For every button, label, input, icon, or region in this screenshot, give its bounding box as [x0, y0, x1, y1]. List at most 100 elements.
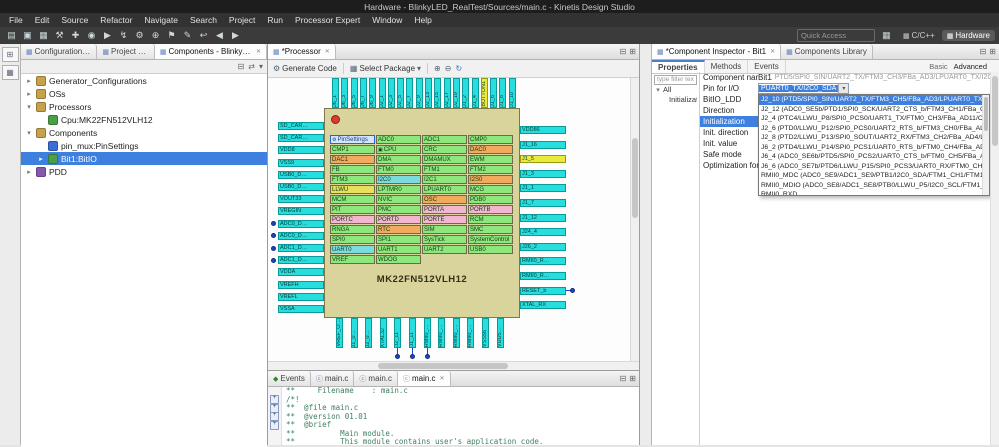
pin-left-adc0-d[interactable]: ADC0_D… [278, 231, 324, 240]
pin-right-j1-7[interactable]: J1_7 [520, 199, 566, 207]
open-view-icon[interactable]: ▦ [1, 65, 19, 80]
build-icon[interactable]: ⚒ [55, 30, 64, 40]
peripheral-ftm0[interactable]: FTM0 [376, 165, 421, 174]
pin-left-vout33[interactable]: VOUT33 [278, 195, 324, 204]
pin-right-xtal-rx[interactable]: XTAL_RX [520, 301, 566, 310]
pin-top-j6-1[interactable]: J6_1 [332, 78, 339, 108]
subtab-properties[interactable]: Properties [652, 60, 705, 73]
pin-top-j2-9[interactable]: J2_9 [415, 78, 423, 108]
pin-top-j2-17[interactable]: J2_17 [443, 78, 451, 108]
peripheral-fb[interactable]: FB [330, 165, 375, 174]
peripheral-ftm1[interactable]: FTM1 [422, 165, 467, 174]
tab-project-explorer[interactable]: ▦Project Explorer [97, 44, 155, 59]
pin-left-usb0-d[interactable]: USB0_D… [278, 183, 324, 191]
pin-left-vssa[interactable]: VSSA [278, 305, 324, 313]
peripheral-smc[interactable]: SMC [468, 225, 513, 234]
generate-code-button[interactable]: ⚙ Generate Code [273, 64, 337, 73]
pin-left-vrefl[interactable]: VREFL [278, 292, 324, 301]
dropdown-item[interactable]: J2_4 (PTC4/LLWU_P8/SPI0_PCS0/UART1_TX/FT… [761, 115, 989, 122]
pin-top-j2-1[interactable]: J2_1 [378, 78, 386, 108]
property-row-safe-mode[interactable]: Safe mode [700, 149, 990, 160]
dropdown-item[interactable]: J6_2 (PTD4/LLWU_P14/SPI0_PCS1/UART0_RTS_… [761, 143, 989, 151]
menu-item-edit[interactable]: Edit [34, 15, 50, 25]
flash-icon[interactable]: ↯ [119, 30, 128, 40]
pin-top-j2-3[interactable]: J2_3 [387, 78, 395, 108]
pin-bottom-rmii0[interactable]: RMII0_… [452, 318, 460, 348]
pin-right-vdd86[interactable]: VDD86 [520, 126, 566, 134]
peripheral-systemcontrol[interactable]: SystemControl [468, 235, 513, 244]
tab-components-blinkyled-realtest[interactable]: ▦Components - BlinkyLED_RealTest✕ [154, 44, 267, 59]
close-icon[interactable]: ✕ [255, 49, 262, 55]
peripheral-pdb0[interactable]: PDB0 [468, 195, 513, 204]
peripheral-lpuart0[interactable]: LPUART0 [422, 185, 467, 194]
peripheral-systick[interactable]: SysTick [422, 235, 467, 244]
peripheral-portb[interactable]: PORTB [468, 205, 513, 214]
menu-item-help[interactable]: Help [414, 15, 432, 25]
last-edit-location-icon[interactable]: ↩ [199, 30, 208, 40]
perspective-hardware[interactable]: ▦Hardware [941, 30, 995, 41]
pin-top-j1-8[interactable]: J1_8 [499, 78, 507, 108]
pin-top-j1-6[interactable]: J1_6 [490, 78, 498, 108]
new-c-project-icon[interactable]: ✚ [71, 30, 80, 40]
expand-arrow-icon[interactable]: ▸ [39, 155, 43, 163]
peripheral-dma[interactable]: DMA [376, 155, 421, 164]
menu-item-source[interactable]: Source [61, 15, 89, 25]
zoom-out-icon[interactable]: ⊖ [444, 64, 452, 73]
pin-top-j6-5[interactable]: J6_5 [350, 78, 358, 108]
peripheral-dmamux[interactable]: DMAMUX [422, 155, 467, 164]
zoom-in-icon[interactable]: ⊕ [434, 64, 441, 73]
property-row-component-name[interactable]: Component nameBit1PTD5/SPI0_SIN/UART2_TX… [700, 72, 990, 83]
pin-bottom-vss56[interactable]: VSS56 [482, 318, 489, 348]
save-icon[interactable]: ▣ [23, 30, 32, 40]
scrollbar-thumb[interactable] [992, 76, 998, 146]
refresh-icon[interactable]: ↻ [455, 64, 463, 73]
pin-left-sd-car[interactable]: SD_CAR… [278, 122, 324, 130]
pin-top-button1[interactable]: BUTTON1 [480, 78, 488, 108]
pin-bottom-vref-o[interactable]: VREF_O… [336, 318, 343, 348]
property-row-bitio-ldd[interactable]: BitIO_LDD [700, 94, 990, 105]
pin-bottom-rmii0[interactable]: RMII0_… [438, 318, 446, 348]
property-row-direction[interactable]: Direction [700, 105, 990, 116]
restore-view-icon[interactable]: ⊞ [1, 47, 19, 62]
pin-left-adc1-d[interactable]: ADC1_D… [278, 244, 324, 252]
pin-top-j1-10[interactable]: J1_10 [508, 78, 516, 108]
menu-item-run[interactable]: Run [267, 15, 283, 25]
canvas-vertical-scrollbar[interactable] [630, 78, 639, 361]
peripheral-nvic[interactable]: NVIC [376, 195, 421, 204]
pin-bottom-j2-0[interactable]: J2_0… [365, 318, 373, 348]
new-wizard-icon[interactable]: ▤ [7, 30, 16, 40]
search-icon[interactable]: ⊕ [151, 30, 160, 40]
menu-item-navigate[interactable]: Navigate [144, 15, 178, 25]
pin-top-j2-15[interactable]: J2_15 [434, 78, 442, 108]
peripheral-spi0[interactable]: SPI0 [330, 235, 375, 244]
pin-top-j2-7[interactable]: J2_7 [406, 78, 414, 108]
external-tools-icon[interactable]: ⚑ [167, 30, 176, 40]
tab-components-library[interactable]: ▦Components Library [781, 44, 873, 59]
dropdown-item[interactable]: J6_6 (ADC0_SE7b/PTD6/LLWU_P15/SPI0_PCS3/… [761, 162, 989, 170]
pin-bottom-xtal32[interactable]: XTAL32 [379, 318, 387, 348]
peripheral-ewm[interactable]: EWM [468, 155, 513, 164]
peripheral-adc1[interactable]: ADC1 [422, 135, 467, 144]
forward-icon[interactable]: ▶ [232, 30, 239, 40]
tab-configuration-registers[interactable]: ▦Configuration Registers [21, 44, 98, 59]
minimize-icon[interactable]: ⊟ [619, 47, 627, 56]
expand-arrow-icon[interactable]: ▸ [27, 168, 31, 176]
tab-processor[interactable]: ▦ *Processor ✕ [268, 44, 336, 59]
peripheral-i2s0[interactable]: I2S0 [468, 175, 513, 184]
peripheral-wdog[interactable]: WDOG [376, 255, 421, 264]
perspective-c-c[interactable]: ▦C/C++ [898, 30, 940, 41]
property-row-init-direction[interactable]: Init. direction [700, 127, 990, 138]
pin-left-usb0-d[interactable]: USB0_D… [278, 170, 324, 179]
editor-code-area[interactable]: ** Filename : main.c/*!** @file main.c**… [282, 387, 639, 445]
peripheral-cpu[interactable]: ▣CPU [376, 145, 421, 154]
tree-item-processors[interactable]: ▾Processors [21, 100, 267, 113]
pin-left-vdda[interactable]: VDDA [278, 268, 324, 277]
expand-arrow-icon[interactable]: ▸ [27, 90, 31, 98]
expand-arrow-icon[interactable]: ▾ [27, 129, 31, 137]
scrollbar-thumb[interactable] [984, 97, 988, 131]
menu-item-window[interactable]: Window [372, 15, 403, 25]
pin-right-rmii0-r[interactable]: RMII0_R… [520, 257, 566, 266]
pin-right-j26-2[interactable]: J26_2 [520, 242, 566, 251]
